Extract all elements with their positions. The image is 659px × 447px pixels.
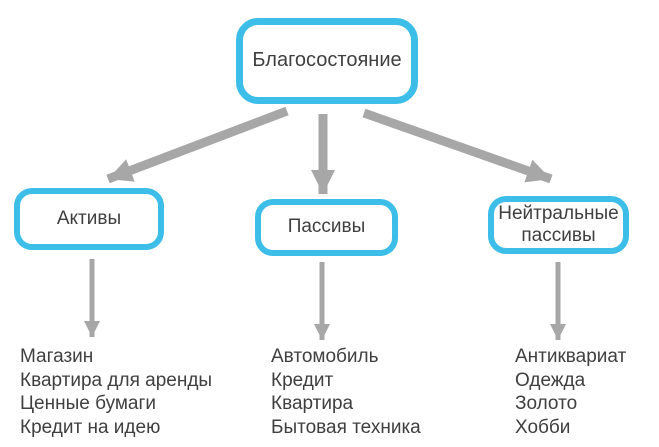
- list-item: Хобби: [515, 416, 571, 438]
- arrow-wealth-to-neutral: [362, 108, 553, 184]
- node-neutral-liabilities: Нейтральные пассивы: [488, 196, 629, 254]
- assets-items-list: Магазин Квартира для аренды Ценные бумаг…: [20, 345, 212, 439]
- node-wealth-label: Благосостояние: [252, 49, 402, 72]
- node-liabilities-label: Пассивы: [287, 216, 366, 238]
- node-wealth: Благосостояние: [236, 18, 418, 104]
- node-assets: Активы: [14, 188, 164, 250]
- list-item: Кредит на идею: [20, 416, 161, 438]
- list-item: Кредит: [271, 369, 334, 391]
- node-assets-label: Активы: [56, 207, 122, 229]
- list-item: Магазин: [20, 346, 94, 367]
- liabilities-items-list: Автомобиль Кредит Квартира Бытовая техни…: [271, 345, 421, 439]
- list-item: Одежда: [515, 369, 586, 391]
- list-item: Ценные бумаги: [20, 393, 157, 414]
- list-item: Автомобиль: [271, 346, 379, 367]
- list-item: Антиквариат: [515, 346, 627, 367]
- list-item: Квартира: [271, 393, 354, 414]
- node-neutral-liabilities-label: Нейтральные пассивы: [498, 202, 619, 246]
- node-liabilities: Пассивы: [255, 199, 398, 256]
- list-item: Квартира для аренды: [20, 369, 213, 391]
- neutral-items-list: Антиквариат Одежда Золото Хобби: [515, 345, 626, 439]
- arrow-wealth-to-assets: [106, 106, 289, 184]
- list-item: Бытовая техника: [271, 416, 421, 438]
- list-item: Золото: [515, 393, 578, 414]
